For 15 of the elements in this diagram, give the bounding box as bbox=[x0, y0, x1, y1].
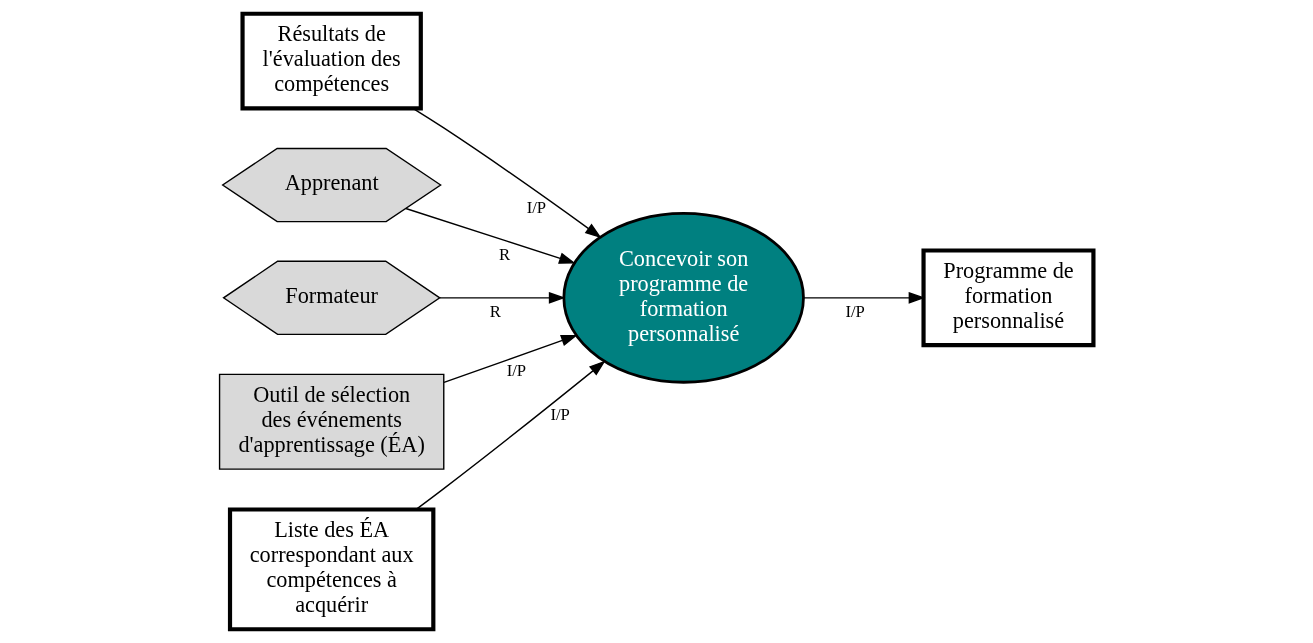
edge-label: I/P bbox=[506, 361, 527, 381]
edge-label: R bbox=[489, 301, 501, 321]
edge-label: R bbox=[498, 244, 511, 264]
node-box: Programme de formation personnalisé bbox=[921, 248, 1096, 348]
arrow bbox=[405, 207, 576, 264]
arrow bbox=[412, 107, 602, 239]
node-box: Outil de sélection des événements d'apprentissage (ÉA) bbox=[218, 373, 445, 470]
arrow bbox=[415, 360, 606, 511]
edge-label: I/P bbox=[550, 405, 570, 425]
node-box: Liste des ÉA correspondant aux compétences à acquérir bbox=[227, 507, 436, 632]
arrow bbox=[443, 334, 578, 384]
edge-label: I/P bbox=[526, 197, 547, 217]
arrow bbox=[439, 291, 566, 304]
node-box: Résultats de l'évaluation des compétences bbox=[240, 11, 423, 111]
edge-label: I/P bbox=[845, 301, 865, 321]
